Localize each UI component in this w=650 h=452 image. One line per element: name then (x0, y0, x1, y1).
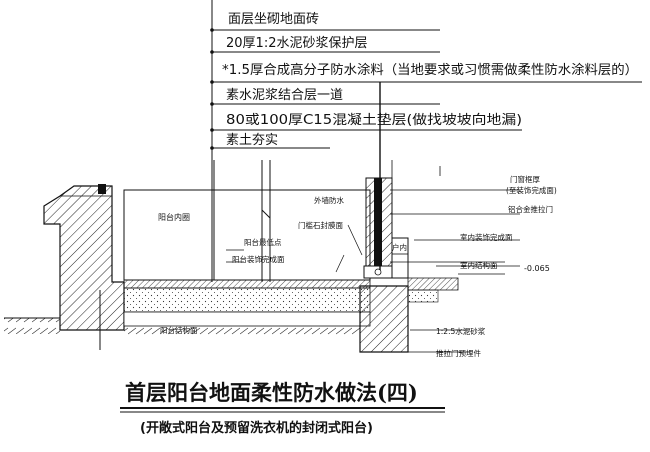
right-wall-structure (359, 177, 505, 353)
left-parapet (43, 184, 125, 331)
mortar-label: 1:2.5水泥砂浆 (436, 326, 486, 336)
door-stone-label: 门槛石封膜面 (298, 220, 343, 230)
rebar-lines (99, 160, 271, 350)
layer-3-label: *1.5厚合成高分子防水涂料（当地要求或习惯需做柔性防水涂料层的） (222, 62, 638, 78)
door-frame-lines (379, 82, 441, 270)
indoor-struct-label: 室内结构面 (460, 260, 498, 270)
drawing-title: 首层阳台地面柔性防水做法(四) (125, 380, 418, 405)
balcony-inner-label: 阳台内圈 (158, 212, 190, 222)
layer-2-label: 20厚1:2水泥砂浆保护层 (226, 36, 367, 51)
annotations-left (226, 224, 363, 273)
drawing-subtitle: (开敞式阳台及预留洗衣机的封闭式阳台) (140, 420, 373, 436)
soil-left (4, 317, 60, 334)
indoor-struct-value: -0.065 (524, 264, 550, 273)
layer-4-label: 素水泥浆结合层一道 (226, 88, 343, 103)
balcony-finish-label: 阳台装饰完成面 (232, 254, 285, 264)
ext-wall-waterproof-label: 外墙防水 (314, 195, 344, 205)
balcony-struct-label: 阳台结构面 (160, 325, 198, 335)
embed-part-label: 推拉门预埋件 (436, 348, 481, 358)
alloy-door-label: 铝合金推拉门 (508, 204, 553, 214)
balcony-floor (123, 279, 371, 338)
door-frame-label: 门窗框厚 (510, 174, 540, 184)
layer-6-label: 素土夯实 (226, 133, 278, 148)
layer-5-label: 80或100厚C15混凝土垫层(做找坡坡向地漏) (226, 112, 522, 128)
drip-mark (98, 184, 106, 194)
balcony-min-label: 阳台最低点 (244, 237, 282, 247)
door-frame-sub-label: (至装饰完成面) (506, 185, 557, 195)
layer-leader-block: 面层坐砌地面砖 20厚1:2水泥砂浆保护层 *1.5厚合成高分子防水涂料（当地要… (210, 0, 642, 282)
indoor-finish-label: 室内装饰完成面 (460, 232, 513, 242)
indoor-label: 户内 (392, 242, 407, 252)
layer-1-label: 面层坐砌地面砖 (228, 12, 319, 27)
annotations-right (390, 189, 520, 353)
